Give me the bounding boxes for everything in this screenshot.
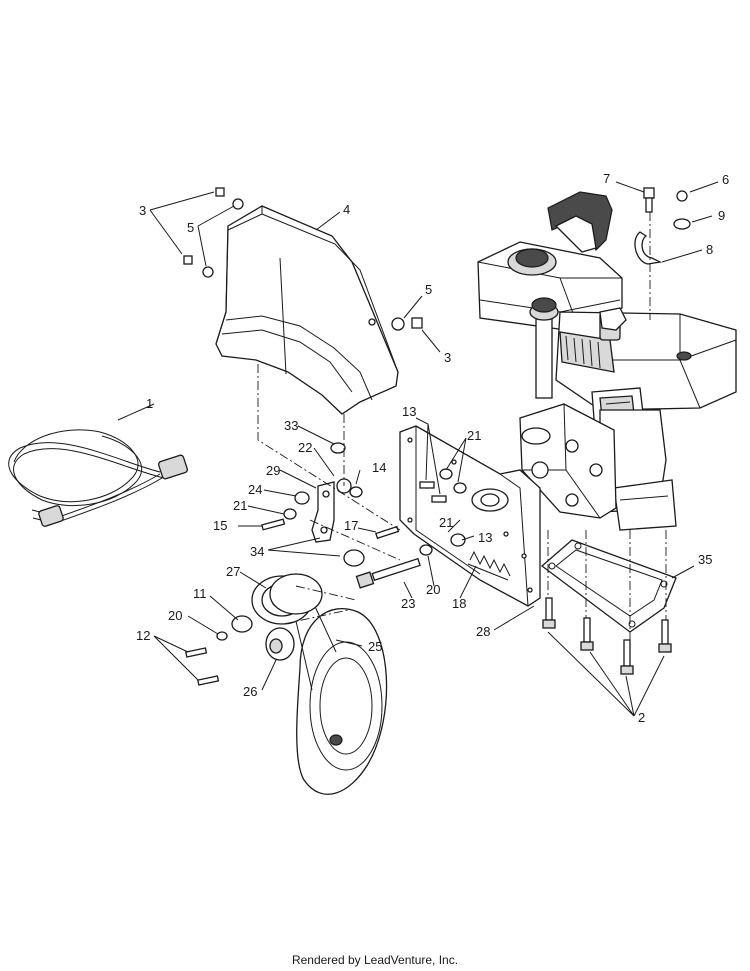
callout-5: 5 (425, 282, 432, 297)
callout-1: 1 (146, 396, 153, 411)
callout-22: 22 (298, 440, 312, 455)
callout-25: 25 (368, 639, 382, 654)
cover-hardware (183, 187, 691, 331)
gasket (540, 539, 677, 633)
callout-21: 21 (233, 498, 247, 513)
callout-7: 7 (603, 171, 610, 186)
callout-20: 20 (168, 608, 182, 623)
callout-29: 29 (266, 463, 280, 478)
callout-15: 15 (213, 518, 227, 533)
plate-hardware (419, 459, 467, 503)
leader-lines (117, 181, 719, 717)
callout-34: 34 (250, 544, 264, 559)
callout-13: 13 (478, 530, 492, 545)
footer-credit: Rendered by LeadVenture, Inc. (291, 953, 459, 967)
callout-11: 11 (193, 586, 207, 601)
callout-27: 27 (226, 564, 240, 579)
callout-3: 3 (444, 350, 451, 365)
callout-8: 8 (706, 242, 713, 257)
callout-23: 23 (401, 596, 415, 611)
pulleys-and-belt (185, 573, 388, 795)
callout-21: 21 (467, 428, 481, 443)
callout-3: 3 (139, 203, 146, 218)
belt-cover (215, 205, 399, 415)
callout-5: 5 (187, 220, 194, 235)
callout-14: 14 (372, 460, 386, 475)
callout-13: 13 (402, 404, 416, 419)
callout-17: 17 (344, 518, 358, 533)
callout-35: 35 (698, 552, 712, 567)
callout-labels: 1 2 3 3 4 5 5 6 7 8 9 11 12 13 13 14 15 … (136, 171, 729, 725)
callout-4: 4 (343, 202, 350, 217)
spring-and-bolt (355, 525, 511, 589)
callout-24: 24 (248, 482, 262, 497)
callout-20: 20 (426, 582, 440, 597)
callout-18: 18 (452, 596, 466, 611)
callout-2: 2 (638, 710, 645, 725)
callout-26: 26 (243, 684, 257, 699)
callout-12: 12 (136, 628, 150, 643)
callout-28: 28 (476, 624, 490, 639)
callout-21: 21 (439, 515, 453, 530)
engine-mount-bolts (542, 597, 672, 675)
callout-9: 9 (718, 208, 725, 223)
drive-bracket (399, 425, 541, 607)
callout-33: 33 (284, 418, 298, 433)
assembly-lines (257, 212, 667, 640)
callout-6: 6 (722, 172, 729, 187)
power-cord (8, 429, 189, 527)
engine (477, 191, 737, 531)
